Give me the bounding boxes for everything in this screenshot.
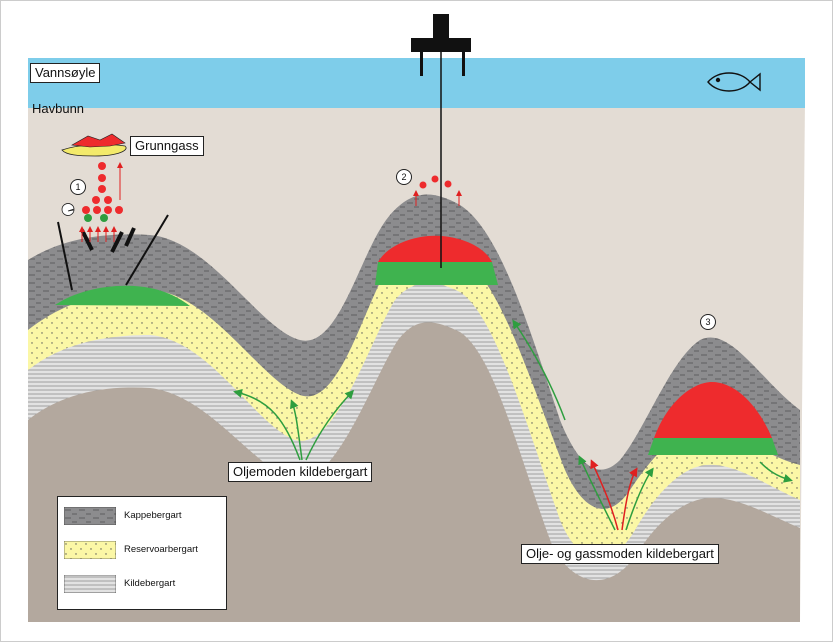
- shallow-gas-pocket: [71, 133, 126, 148]
- legend: Kappebergart Reservoarbergart Kildeberga…: [57, 496, 227, 610]
- source-rock-swatch: [64, 575, 116, 593]
- water-column-label: Vannsøyle: [30, 63, 101, 83]
- oil-gas-mature-source-label: Olje- og gassmoden kildebergart: [521, 544, 719, 564]
- legend-label: Kildebergart: [124, 578, 176, 589]
- migration-arrows-2: [413, 190, 462, 206]
- gas-bubbles-1: [82, 162, 123, 222]
- gas-bubbles-2: [419, 175, 452, 189]
- migration-arrows-1: [79, 162, 123, 242]
- shallow-gas-label: Grunngass: [130, 136, 204, 156]
- oil-trap-2: [375, 262, 498, 285]
- gas-trap-2: [378, 235, 492, 262]
- migration-arrows-oil: [233, 319, 566, 461]
- faults: [57, 214, 169, 291]
- water-column: [28, 58, 805, 108]
- oil-trap-3: [648, 438, 778, 455]
- microbe-icon: [61, 203, 75, 216]
- cap-rock-swatch: [64, 507, 116, 525]
- marker-3: 3: [700, 314, 716, 330]
- marker-1: 1: [70, 179, 86, 195]
- seabed-label: Havbunn: [32, 101, 85, 116]
- legend-label: Reservoarbergart: [124, 544, 198, 555]
- oil-mature-source-label: Oljemoden kildebergart: [228, 462, 373, 482]
- drilling-platform: [411, 14, 471, 76]
- legend-label: Kappebergart: [124, 510, 182, 521]
- fish-icon: [707, 72, 761, 92]
- migration-arrows-oil-gas: [578, 455, 793, 531]
- reservoir-swatch: [64, 541, 116, 559]
- oil-trap-1: [55, 285, 190, 306]
- gas-trap-3: [654, 382, 772, 438]
- marker-2: 2: [396, 169, 412, 185]
